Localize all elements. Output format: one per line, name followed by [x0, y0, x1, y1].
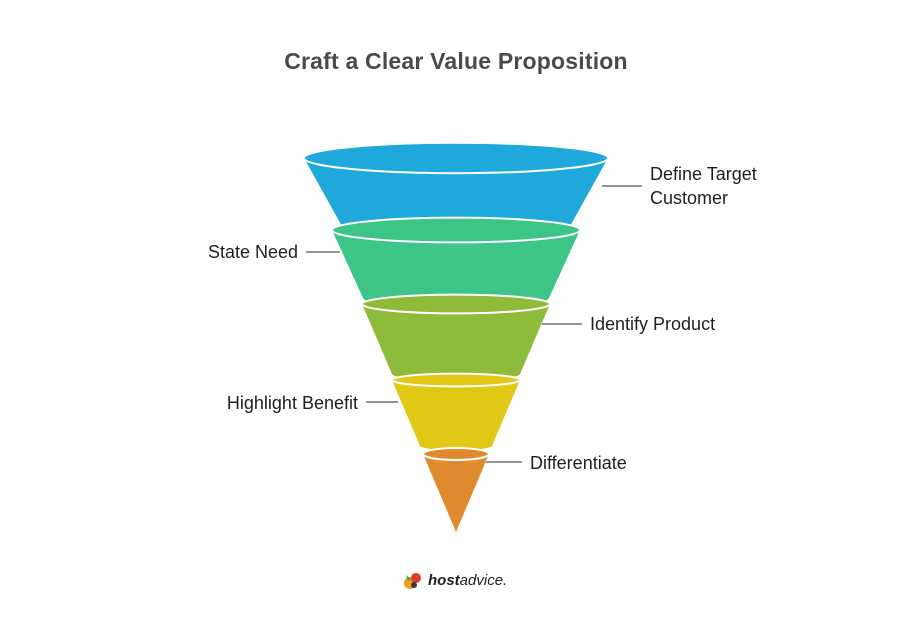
funnel-segment-top: [361, 293, 551, 315]
funnel-segment-body: [304, 158, 608, 240]
funnel-segment-body: [423, 454, 489, 532]
funnel-segment-top: [303, 141, 609, 175]
stage-label-define-target-customer: Define Target Customer: [650, 164, 757, 208]
funnel-segment-identify-product: [361, 293, 551, 381]
stage-label-differentiate: Differentiate: [530, 453, 627, 473]
funnel-segment-define-target-customer: [303, 141, 609, 240]
funnel-segment-body: [392, 380, 520, 450]
funnel-segment-body: [362, 304, 550, 381]
brand-advice-text: advice.: [459, 571, 508, 589]
brand-host-text: host: [428, 571, 460, 589]
diagram-title: Craft a Clear Value Proposition: [284, 48, 628, 74]
funnel-segment-state-need: [331, 216, 581, 308]
funnel-segment-body: [332, 230, 580, 308]
funnel-segment-top: [391, 372, 521, 388]
funnel-segment-differentiate: [422, 447, 490, 532]
funnel-segment-top: [422, 447, 490, 461]
stage-label-state-need: State Need: [207, 242, 298, 262]
stage-label-identify-product: Identify Product: [590, 314, 716, 334]
funnel-segment-highlight-benefit: [391, 372, 521, 450]
funnel-segment-top: [331, 216, 581, 244]
stage-label-highlight-benefit: Highlight Benefit: [226, 393, 358, 413]
hostadvice-mascot-icon: [404, 573, 421, 589]
